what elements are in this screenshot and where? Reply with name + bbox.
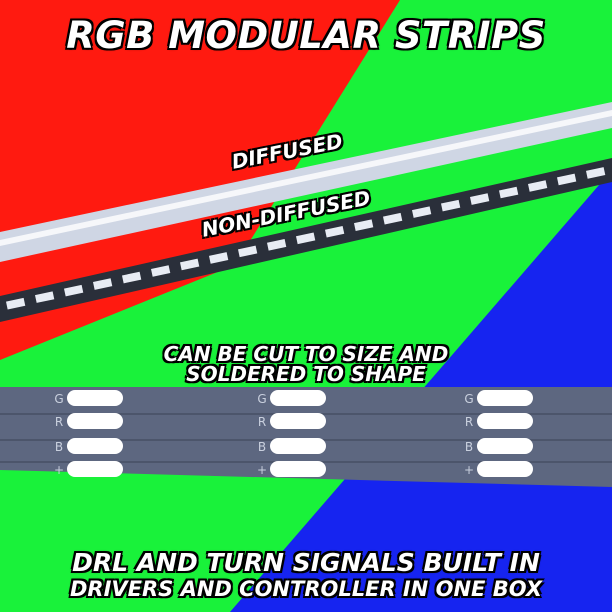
- led-chip: [209, 252, 229, 264]
- led-chip: [180, 258, 200, 271]
- solder-pad: [270, 413, 326, 429]
- led-chip: [35, 291, 55, 303]
- solder-pad: [270, 438, 326, 454]
- led-chip: [122, 271, 142, 284]
- led-chip: [64, 284, 84, 297]
- led-chip: [237, 245, 258, 258]
- non-diffused-leds: [6, 167, 606, 310]
- led-chip: [6, 297, 26, 310]
- pad-label: R: [55, 415, 63, 429]
- pad-label: +: [257, 463, 267, 477]
- feature-line1: DRL AND TURN SIGNALS BUILT IN: [72, 548, 540, 577]
- led-chip: [295, 232, 316, 245]
- led-chip: [441, 199, 461, 212]
- led-chip: [498, 186, 519, 199]
- solder-pads: GRB+GRB+GRB+: [54, 390, 533, 477]
- pad-label: +: [464, 463, 474, 477]
- pad-label: G: [54, 392, 63, 406]
- led-chip: [267, 239, 287, 251]
- cut-caption-line1: CAN BE CUT TO SIZE AND: [163, 342, 449, 366]
- pad-label: B: [465, 440, 473, 454]
- red-field: [0, 0, 400, 360]
- solder-pad: [270, 390, 326, 406]
- led-chip: [325, 225, 345, 238]
- page-title: RGB MODULAR STRIPS: [66, 14, 546, 57]
- feature-line2: DRIVERS AND CONTROLLER IN ONE BOX: [69, 577, 543, 601]
- led-chip: [151, 265, 171, 277]
- solder-pad: [67, 390, 123, 406]
- pad-label: B: [258, 440, 266, 454]
- led-chip: [354, 219, 374, 232]
- led-chip: [586, 167, 606, 179]
- solder-pad: [67, 413, 123, 429]
- led-chip: [469, 193, 490, 205]
- solder-pad: [477, 413, 533, 429]
- pad-label: B: [55, 440, 63, 454]
- diffused-strip: [0, 102, 612, 262]
- pad-label: R: [465, 415, 473, 429]
- solder-pad: [477, 438, 533, 454]
- cut-caption-line2: SOLDERED TO SHAPE: [186, 362, 426, 386]
- solder-pad: [67, 461, 123, 477]
- solder-pad: [270, 461, 326, 477]
- led-chip: [411, 206, 432, 218]
- pad-label: R: [258, 415, 266, 429]
- led-chip: [528, 180, 548, 192]
- led-chip: [383, 212, 403, 225]
- solder-pad: [477, 461, 533, 477]
- led-chip: [557, 173, 577, 186]
- pad-label: G: [257, 392, 266, 406]
- solder-pad: [67, 438, 123, 454]
- led-chip: [92, 278, 113, 290]
- pad-label: G: [464, 392, 473, 406]
- pad-label: +: [54, 463, 64, 477]
- solder-pad: [477, 390, 533, 406]
